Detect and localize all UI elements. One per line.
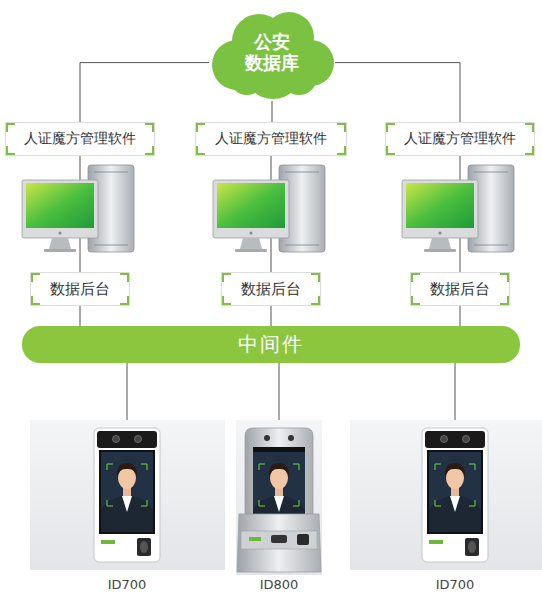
- node-label: 人证魔方管理软件: [24, 130, 136, 148]
- connector-line: [460, 306, 461, 326]
- connector-line: [272, 101, 273, 122]
- node-label: 数据后台: [430, 280, 490, 299]
- node-label: 人证魔方管理软件: [215, 130, 327, 148]
- node-label: 中间件: [238, 331, 304, 358]
- computer-illustration: [402, 165, 514, 252]
- device-node: ID800: [234, 428, 324, 592]
- device-node: ID700: [82, 428, 172, 592]
- node-label: ID700: [436, 577, 475, 592]
- node-label: 公安 数据库: [242, 32, 302, 73]
- software-box: 人证魔方管理软件: [195, 122, 347, 156]
- connector-line: [455, 363, 456, 428]
- connector-line: [80, 306, 81, 326]
- backend-box: 数据后台: [30, 272, 130, 306]
- photo-ground: [30, 420, 225, 570]
- photo-ground: [236, 420, 322, 575]
- connector-line: [271, 306, 272, 326]
- terminal-illustration: [422, 428, 488, 562]
- middleware-band: 中间件: [22, 326, 520, 363]
- backend-box: 数据后台: [221, 272, 321, 306]
- software-box: 人证魔方管理软件: [385, 122, 535, 156]
- connector-line: [80, 63, 209, 122]
- computer-illustration: [22, 165, 134, 252]
- terminal-illustration: [237, 428, 321, 572]
- terminal-illustration: [94, 428, 160, 562]
- node-label: ID700: [108, 577, 147, 592]
- node-label: 数据后台: [241, 280, 301, 299]
- node-label: ID800: [260, 577, 299, 592]
- node-label: 人证魔方管理软件: [404, 130, 516, 148]
- node-label: 数据后台: [50, 280, 110, 299]
- software-box: 人证魔方管理软件: [5, 122, 155, 156]
- computer-illustration: [213, 165, 325, 252]
- photo-ground: [350, 420, 542, 570]
- connector-line: [279, 363, 280, 428]
- cloud-node: 公安 数据库: [207, 5, 337, 101]
- device-node: ID700: [410, 428, 500, 592]
- connector-line: [127, 363, 128, 428]
- connector-line: [335, 63, 460, 122]
- backend-box: 数据后台: [410, 272, 510, 306]
